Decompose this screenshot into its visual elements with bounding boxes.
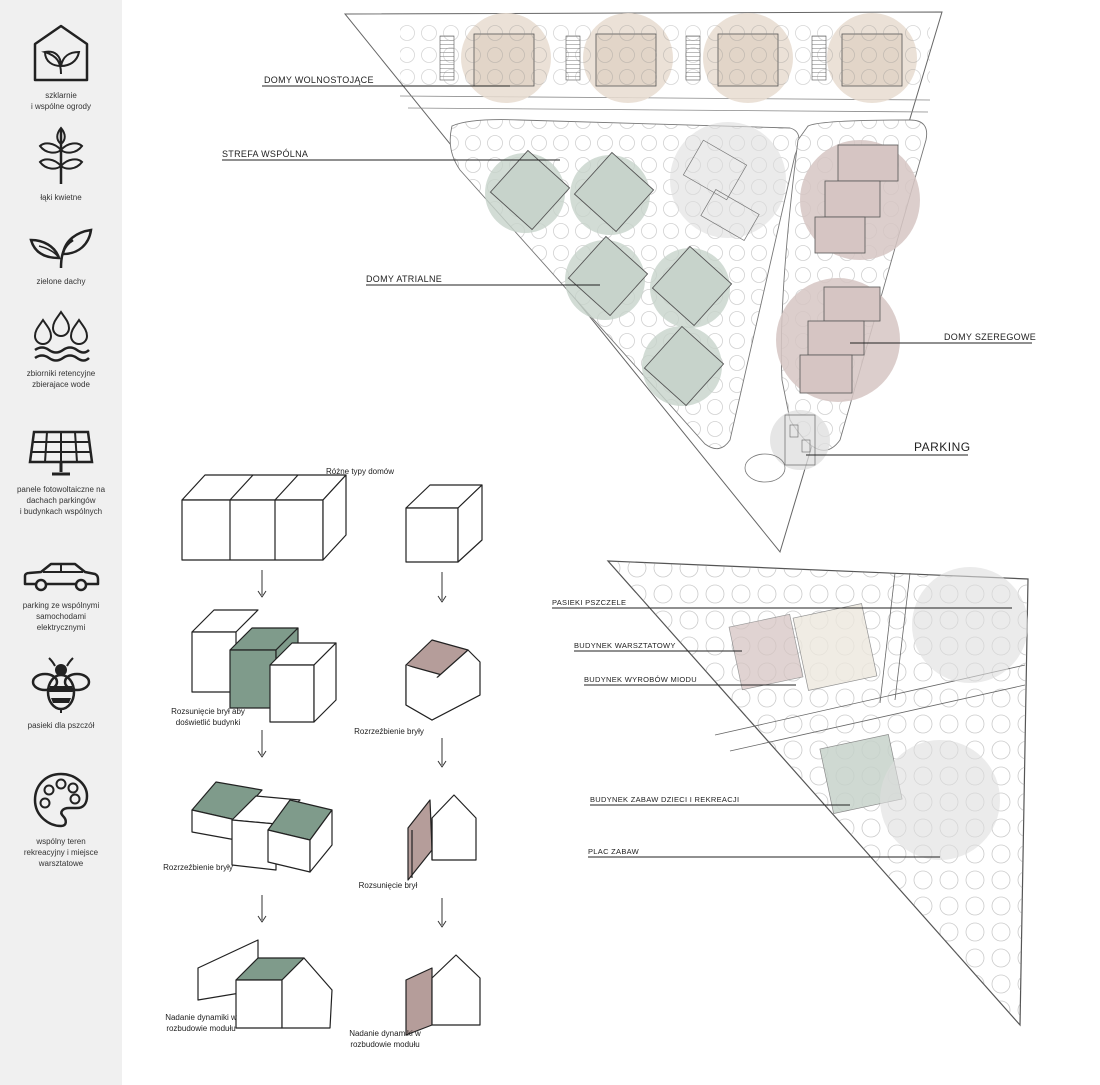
label-apiaries: PASIEKI PSZCZELE bbox=[552, 598, 627, 607]
label-playground: PLAC ZABAW bbox=[588, 847, 640, 856]
leader-lines bbox=[222, 85, 1032, 456]
parking-zone bbox=[770, 410, 830, 470]
legend-label: zbiorniki retencyjne zbierajace wode bbox=[26, 369, 96, 389]
legend-label: pasieki dla pszczół bbox=[27, 721, 95, 730]
legend-item-recreation: wspólny teren rekreacyjny i miejsce wars… bbox=[0, 770, 122, 869]
label-atrium-houses: DOMY ATRIALNE bbox=[366, 274, 443, 284]
legend-label: szklarnie i wspólne ogrody bbox=[30, 91, 92, 111]
label-terraced-houses: DOMY SZEREGOWE bbox=[944, 332, 1037, 342]
legend-label: łąki kwietne bbox=[40, 193, 82, 202]
legend-item-green-roofs: zielone dachy bbox=[0, 226, 122, 287]
label-play-building: BUDYNEK ZABAW DZIECI I REKREACJI bbox=[590, 795, 740, 804]
label-workshop-building: BUDYNEK WARSZTATOWY bbox=[574, 641, 676, 650]
label-parking: PARKING bbox=[914, 440, 971, 454]
apiary-zone bbox=[912, 567, 1028, 683]
diagrams-title: Różne typy domów bbox=[325, 467, 395, 476]
label-honey-building: BUDYNEK WYROBÓW MIODU bbox=[584, 675, 697, 684]
water-drops-icon bbox=[33, 310, 90, 362]
flower-plant-icon bbox=[38, 126, 84, 184]
diagram-sculpted-boxes bbox=[191, 781, 333, 873]
diagram-dynamic-boxes bbox=[197, 939, 333, 1029]
label-detached-houses: DOMY WOLNOSTOJĄCE bbox=[264, 75, 374, 85]
solar-panel-icon bbox=[28, 430, 94, 476]
detail-plan bbox=[552, 560, 1029, 1027]
street-line bbox=[407, 107, 929, 113]
diagram-three-boxes bbox=[181, 474, 347, 561]
legend-item-meadow: łąki kwietne bbox=[0, 124, 122, 203]
label-shared-zone: STREFA WSPÓLNA bbox=[222, 149, 309, 159]
diagram-split-house bbox=[407, 794, 477, 881]
leaves-icon bbox=[29, 228, 93, 269]
terraced-block bbox=[744, 119, 928, 483]
detail-leader-lines bbox=[552, 607, 1012, 858]
right-step-2-caption: Rozsunięcie brył bbox=[358, 881, 418, 890]
right-step-1-caption: Rozrzeźbienie bryły bbox=[354, 727, 424, 736]
legend-label: wspólny teren rekreacyjny i miejsce wars… bbox=[23, 837, 99, 868]
site-plan bbox=[222, 11, 1032, 554]
legend-label: zielone dachy bbox=[36, 277, 86, 286]
flow-arrows bbox=[257, 570, 447, 928]
workshop-building bbox=[728, 613, 804, 691]
legend-label: parking ze wspólnymi samochodami elektry… bbox=[22, 601, 100, 632]
legend-sidebar: szklarnie i wspólne ogrody łąki kwietne … bbox=[0, 0, 122, 1085]
bee-icon bbox=[31, 657, 91, 713]
left-step-1-caption: Rozsunięcie brył aby doświetlić budynki bbox=[171, 707, 245, 727]
diagram-single-box bbox=[405, 484, 483, 563]
right-step-3-caption: Nadanie dynamiki w rozbudowie modułu bbox=[349, 1029, 421, 1049]
legend-item-retention: zbiorniki retencyjne zbierajace wode bbox=[0, 310, 122, 390]
greenhouse-leaf-icon bbox=[33, 24, 89, 82]
legend-label: panele fotowoltaiczne na dachach parking… bbox=[16, 485, 106, 516]
left-step-3-caption: Nadanie dynamiki w rozbudowie modułu bbox=[165, 1013, 237, 1033]
honey-building bbox=[792, 603, 878, 691]
diagram-split-boxes bbox=[191, 609, 337, 723]
atrium-block bbox=[449, 119, 800, 450]
diagram-dynamic-house bbox=[405, 954, 481, 1036]
palette-icon bbox=[33, 772, 89, 828]
house-type-diagrams bbox=[181, 474, 483, 1036]
legend-item-solar: panele fotowoltaiczne na dachach parking… bbox=[0, 428, 122, 517]
legend-item-parking: parking ze wspólnymi samochodami elektry… bbox=[0, 560, 122, 633]
playground-zone bbox=[880, 740, 1000, 860]
detached-houses bbox=[400, 13, 930, 103]
car-icon bbox=[23, 562, 100, 592]
left-step-2-caption: Rozrzeźbienie bryły bbox=[163, 863, 233, 872]
diagram-gabled-house bbox=[405, 639, 481, 721]
legend-item-greenhouse: szklarnie i wspólne ogrody bbox=[0, 22, 122, 112]
legend-item-apiaries: pasieki dla pszczół bbox=[0, 656, 122, 731]
